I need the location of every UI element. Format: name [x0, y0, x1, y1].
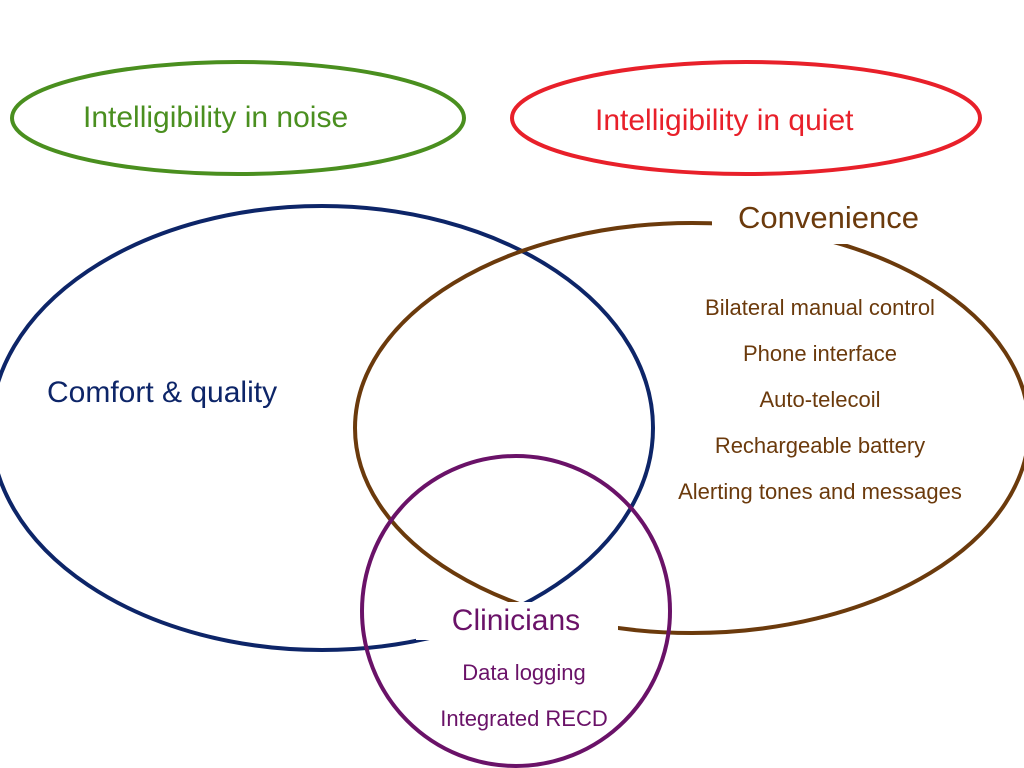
quiet-ellipse	[510, 60, 982, 176]
clinicians-label: Clinicians	[451, 604, 581, 637]
convenience-item: Alerting tones and messages	[678, 479, 962, 504]
convenience-item: Bilateral manual control	[705, 295, 935, 320]
clinicians-label-gap	[416, 602, 618, 640]
convenience-item: Rechargeable battery	[714, 433, 926, 458]
convenience-label: Convenience	[738, 200, 919, 235]
convenience-item: Auto-telecoil	[759, 387, 881, 412]
noise-ellipse	[10, 60, 466, 176]
convenience-label-gap	[712, 204, 942, 244]
comfort-ellipse	[0, 204, 655, 652]
noise-label: Intelligibility in noise	[83, 101, 349, 134]
convenience-item: Phone interface	[742, 341, 898, 366]
quiet-label: Intelligibility in quiet	[595, 104, 854, 137]
clinicians-circle	[360, 454, 672, 768]
convenience-ellipse	[353, 221, 1024, 635]
clinicians-item: Data logging	[462, 660, 586, 685]
comfort-label: Comfort & quality	[47, 376, 278, 409]
clinicians-item: Integrated RECD	[440, 706, 608, 731]
